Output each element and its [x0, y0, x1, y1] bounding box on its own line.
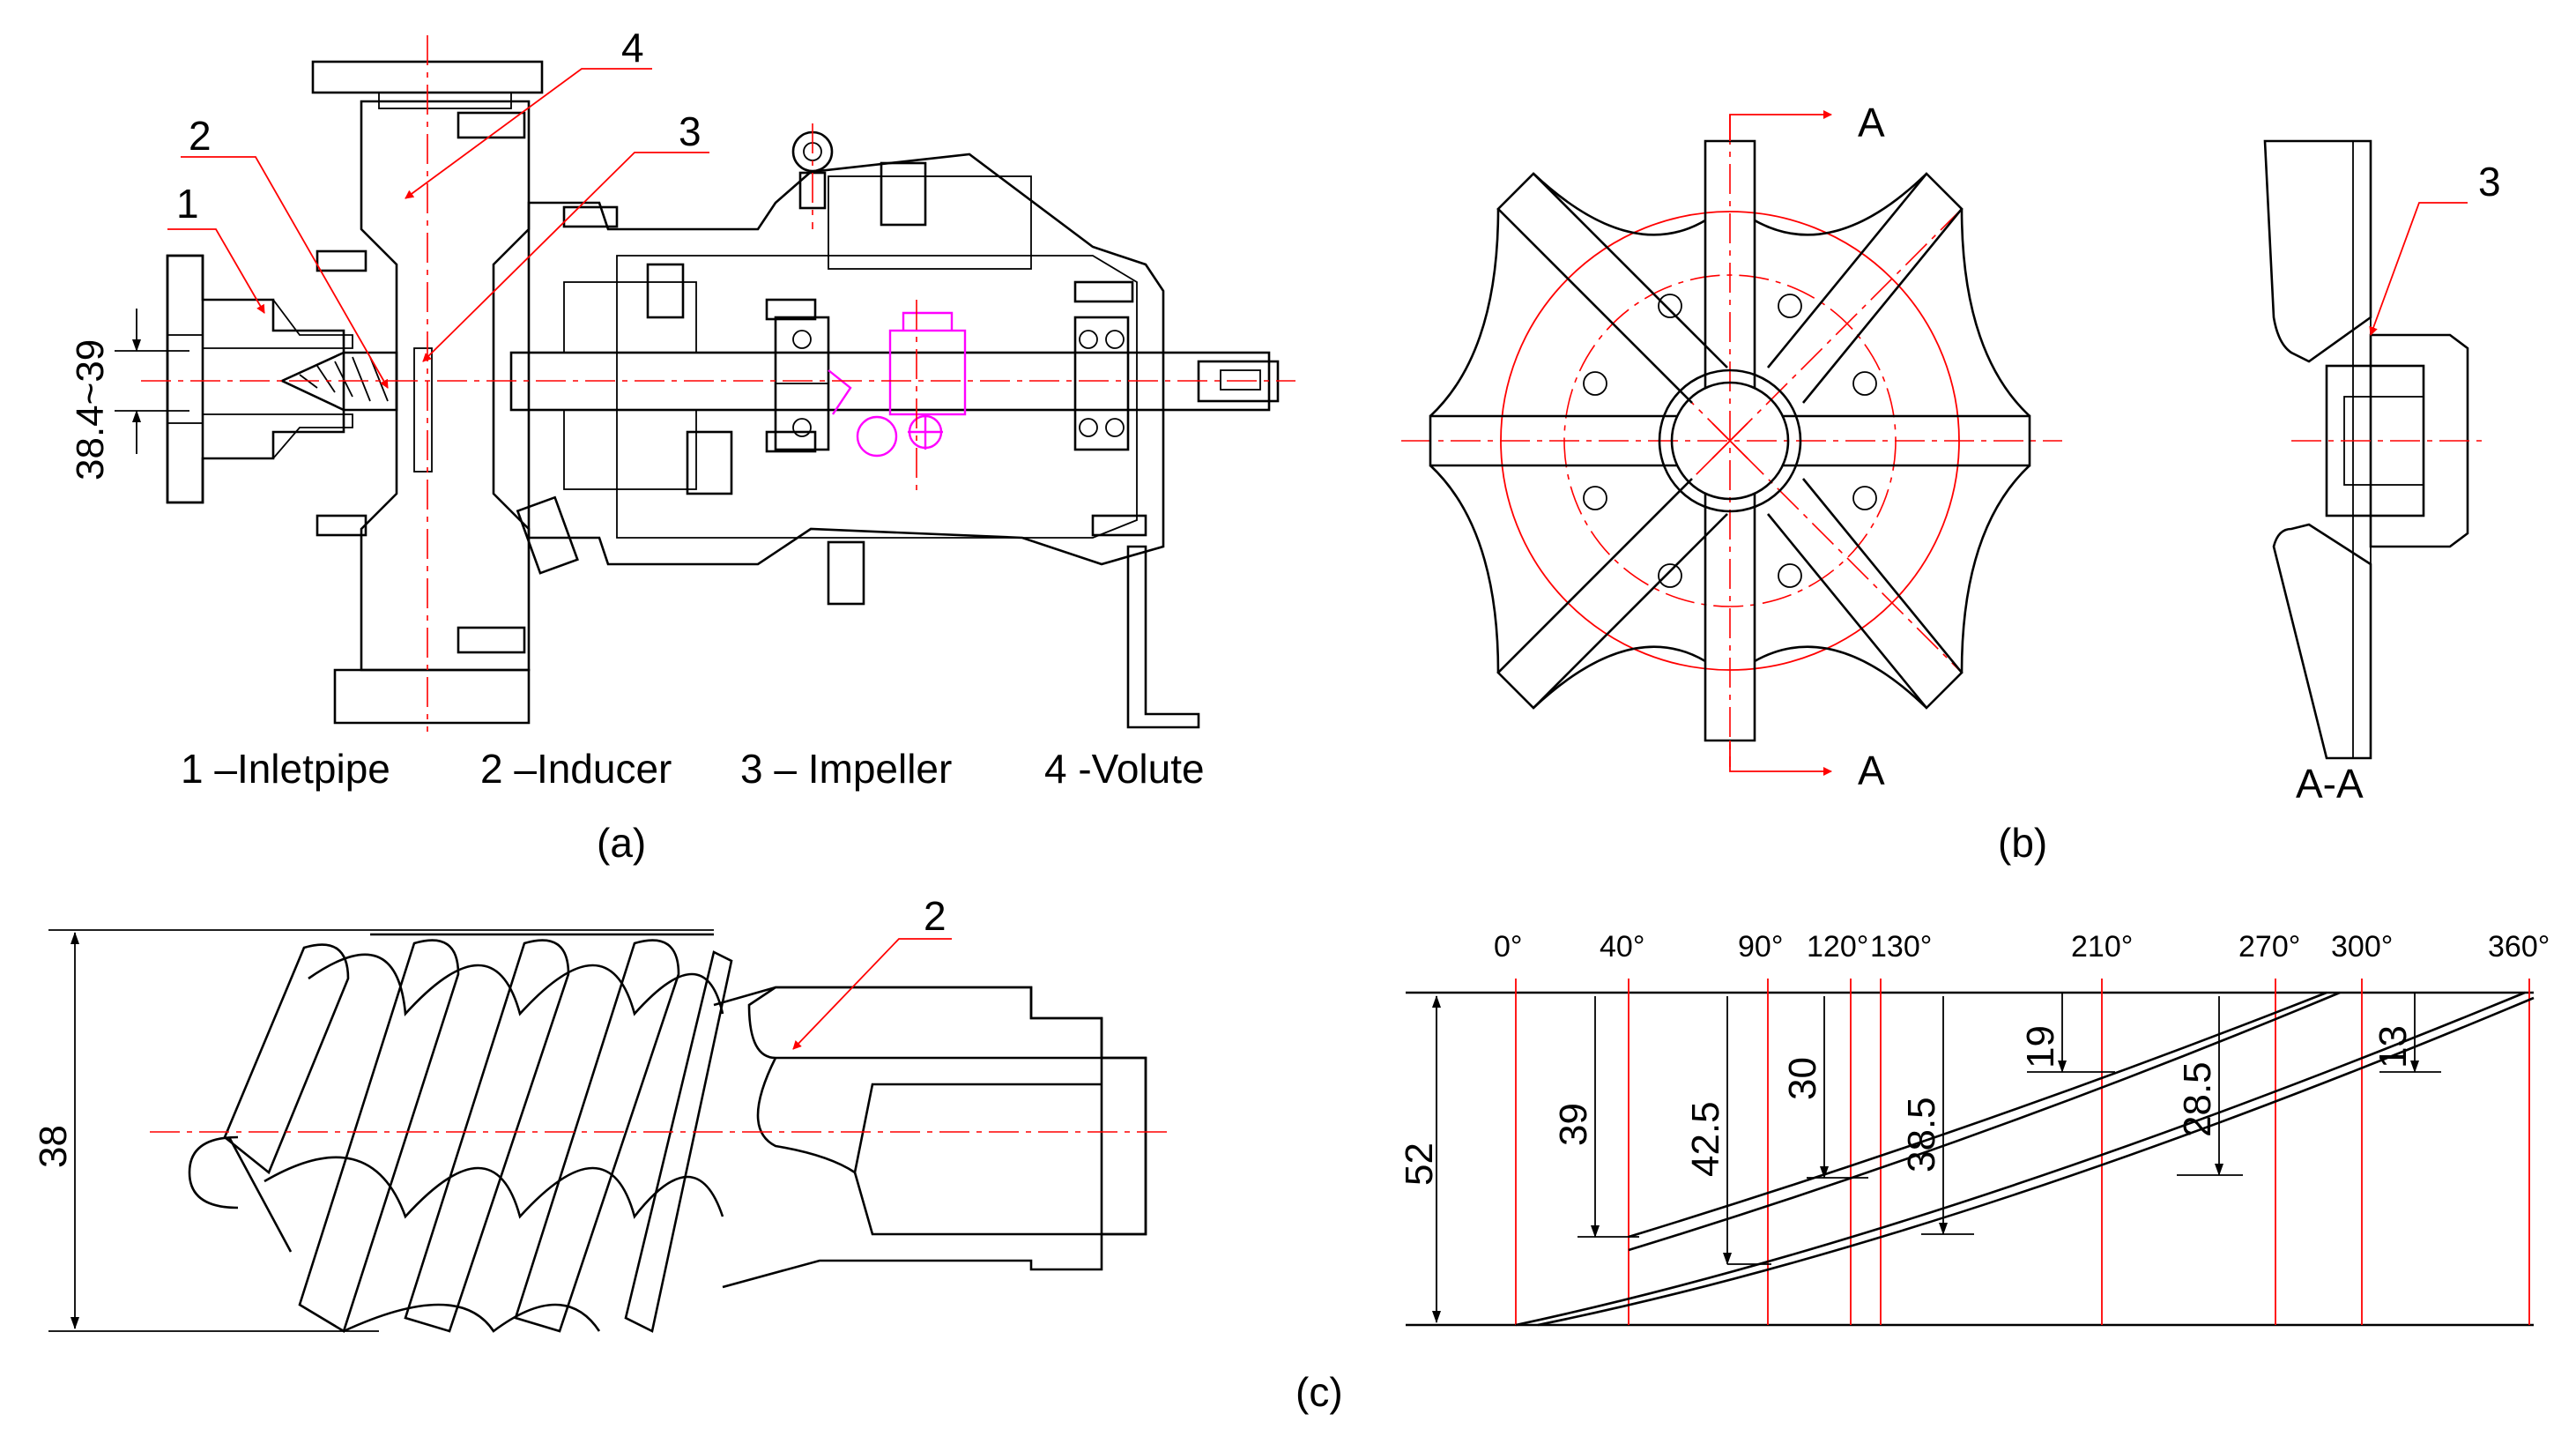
- section-title: A-A: [2296, 761, 2364, 807]
- dimension-13: 13: [2372, 1025, 2415, 1068]
- angle-label: 130°: [1870, 930, 1932, 964]
- impeller-section-view: 3 A-A: [2263, 139, 2501, 807]
- caption-a: (a): [597, 820, 646, 866]
- dimension-19: 19: [2019, 1025, 2062, 1068]
- angle-label: 0°: [1494, 930, 1523, 964]
- legend-volute: 4 -Volute: [1044, 746, 1205, 792]
- dimension-30: 30: [1781, 1057, 1824, 1100]
- callout-3-section: 3: [2478, 159, 2501, 205]
- panel-c-inducer: 2 38: [32, 893, 1172, 1333]
- legend-impeller: 3 – Impeller: [740, 746, 952, 792]
- callout-2-label: 2: [189, 113, 212, 159]
- callout-3-leader: [422, 152, 709, 362]
- angle-label: 90°: [1738, 930, 1783, 964]
- sensor-assembly: [828, 311, 967, 458]
- callout-2-inducer: 2: [924, 893, 947, 939]
- angle-label: 40°: [1600, 930, 1644, 964]
- dimension-28-5: 28.5: [2176, 1061, 2219, 1137]
- angle-label: 210°: [2071, 930, 2133, 964]
- caption-b: (b): [1998, 820, 2047, 866]
- dimension-38-5: 38.5: [1900, 1097, 1943, 1172]
- angle-stations: [1515, 979, 2530, 1325]
- inducer-diameter: 38: [32, 1125, 75, 1168]
- callout-4-label: 4: [621, 25, 644, 71]
- section-mark-bottom: A: [1858, 748, 1885, 793]
- dimension-42-5: 42.5: [1684, 1101, 1727, 1177]
- section-mark-top: A: [1858, 100, 1885, 145]
- bearing-right: [1073, 316, 1130, 451]
- bearing-left: [774, 316, 830, 451]
- angle-label: 270°: [2238, 930, 2300, 964]
- panel-c-blade-development: 0° 40° 90° 120° 130° 210° 270° 300° 360°: [1398, 930, 2550, 1327]
- callout-4-leader: [405, 68, 652, 199]
- legend-inletpipe: 1 –Inletpipe: [181, 746, 390, 792]
- panel-b-impeller: A A 3 A-A (b): [1401, 100, 2501, 866]
- angle-label: 120°: [1807, 930, 1868, 964]
- dimension-52: 52: [1398, 1142, 1441, 1186]
- impeller-front-view: A A: [1401, 100, 2062, 793]
- callout-1-label: 1: [176, 181, 199, 227]
- dimension-39: 39: [1552, 1103, 1595, 1146]
- inlet-dimension: 38.4~39: [69, 339, 112, 480]
- panel-a-pump-section: 1 2 3 4 38.4~39 1 –Inletpipe 2 –Inducer …: [69, 25, 1295, 866]
- dimension-lines: [1432, 993, 2441, 1323]
- caption-c: (c): [1295, 1369, 1343, 1415]
- legend-inducer: 2 –Inducer: [480, 746, 672, 792]
- angle-label: 360°: [2488, 930, 2550, 964]
- angle-label: 300°: [2331, 930, 2393, 964]
- callout-1-leader: [167, 228, 265, 314]
- callout-3-label: 3: [679, 108, 702, 154]
- callout-2-leader: [181, 156, 389, 389]
- bolts: [316, 111, 1147, 654]
